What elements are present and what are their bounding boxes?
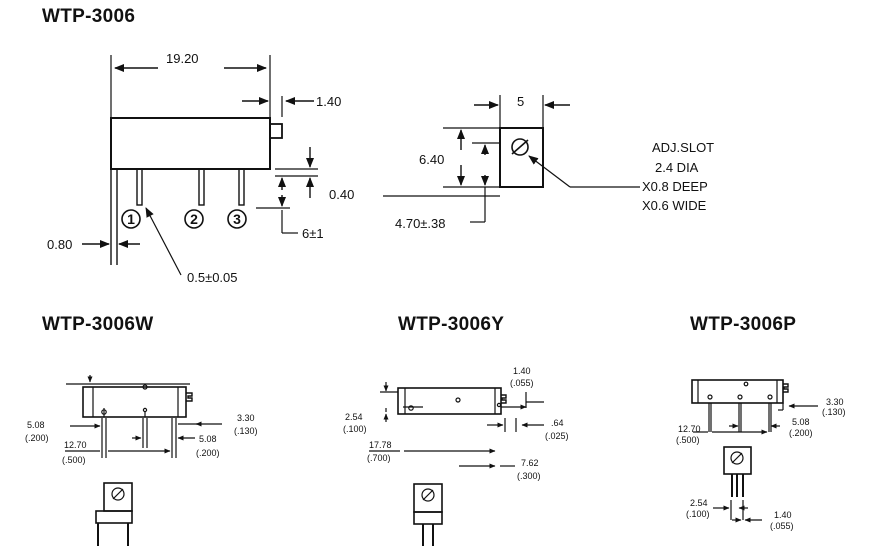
w-dim-a-in: (.200) [25,433,49,443]
dim-lead-thickness-label: 0.80 [47,237,72,252]
pin-2-label: 2 [190,211,198,227]
y-dim-e-in: (.300) [517,471,541,481]
main-side-view [383,95,640,223]
pin-3-label: 3 [233,211,241,227]
p-dim-d-mm: 2.54 [690,498,708,508]
dim-standoff-label: 0.40 [329,187,354,202]
y-dim-a-mm: 1.40 [513,366,531,376]
w-dim-b-in: (.130) [234,426,258,436]
dim-lead-length-label: 6±1 [302,226,324,241]
y-dim-b-mm: 2.54 [345,412,363,422]
pin-1-label: 1 [127,211,135,227]
y-dim-c-in: (.025) [545,431,569,441]
side-width-label: 5 [517,94,524,109]
title-wtp-3006y: WTP-3006Y [398,314,505,335]
dim-lead-width-label: 0.5±0.05 [187,270,238,285]
w-dim-c-mm: 12.70 [64,440,87,450]
wtp-3006y-drawing [369,382,544,546]
p-dim-b-in: (.500) [676,435,700,445]
title-wtp-3006w: WTP-3006W [42,314,154,335]
p-dim-c-mm: 5.08 [792,417,810,427]
y-dim-c-mm: .64 [551,418,564,428]
y-dim-d-mm: 17.78 [369,440,392,450]
p-dim-e-mm: 1.40 [774,510,792,520]
w-dim-b-mm: 3.30 [237,413,255,423]
dim-width-label: 19.20 [166,51,199,66]
w-dim-c-in: (.500) [62,455,86,465]
side-pin-offset-label: 4.70±.38 [395,216,446,231]
side-height-label: 6.40 [419,152,444,167]
p-dim-c-in: (.200) [789,428,813,438]
y-dim-b-in: (.100) [343,424,367,434]
adj-slot-deep: X0.8 DEEP [642,179,708,194]
title-wtp-3006p: WTP-3006P [690,314,797,335]
w-dim-d-in: (.200) [196,448,220,458]
wtp-3006w-drawing [65,375,222,546]
adj-slot-wide: X0.6 WIDE [642,198,707,213]
title-wtp-3006: WTP-3006 [42,6,136,27]
y-dim-a-in: (.055) [510,378,534,388]
p-dim-a-in: (.130) [822,407,846,417]
p-dim-b-mm: 12.70 [678,424,701,434]
wtp-3006p-drawing [691,379,818,523]
w-dim-a-mm: 5.08 [27,420,45,430]
adj-slot-title: ADJ.SLOT [652,140,714,155]
dim-knob-offset-label: 1.40 [316,94,341,109]
p-dim-a-mm: 3.30 [826,397,844,407]
w-dim-d-mm: 5.08 [199,434,217,444]
adj-slot-dia: 2.4 DIA [655,160,699,175]
p-dim-e-in: (.055) [770,521,794,531]
main-front-view [82,55,318,276]
y-dim-d-in: (.700) [367,453,391,463]
y-dim-e-mm: 7.62 [521,458,539,468]
p-dim-d-in: (.100) [686,509,710,519]
